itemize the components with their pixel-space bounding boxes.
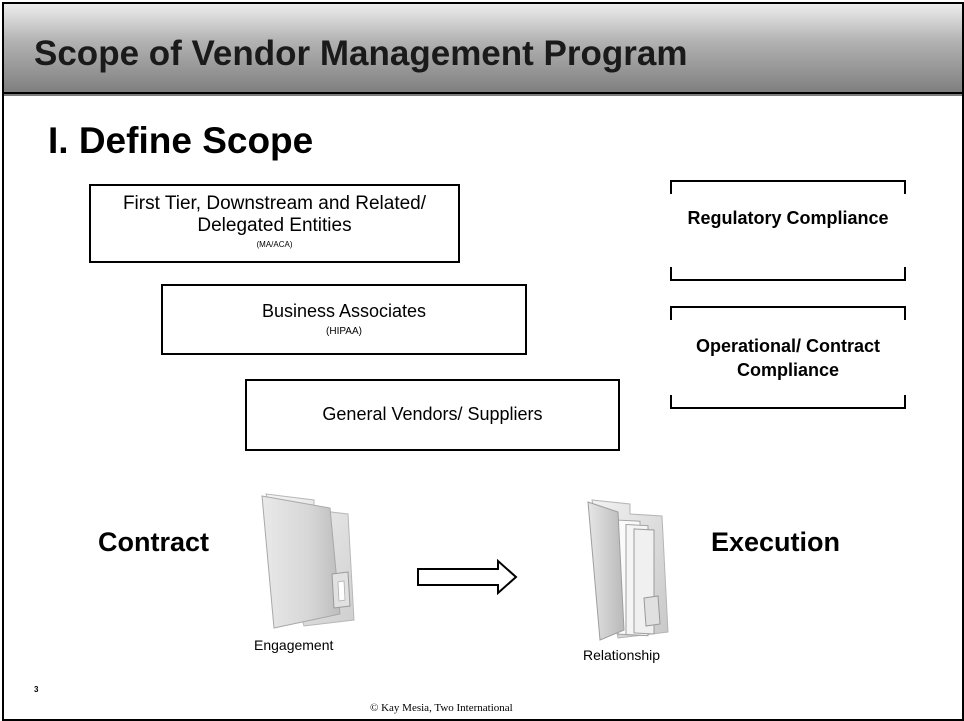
section-title: I. Define Scope	[48, 120, 314, 161]
copyright-footer: © Kay Mesia, Two International	[370, 702, 513, 714]
scope-box-fdr-label: First Tier, Downstream and Related/ Dele…	[122, 193, 427, 236]
slide-title: Scope of Vendor Management Program	[34, 34, 688, 73]
scope-box-general-vendors: General Vendors/ Suppliers	[245, 379, 620, 451]
scope-box-gv-label: General Vendors/ Suppliers	[322, 404, 543, 424]
page-number: 3	[34, 685, 39, 694]
filled-folder-icon	[587, 499, 669, 641]
relationship-caption: Relationship	[583, 647, 661, 663]
empty-folder-icon	[261, 493, 355, 629]
scope-box-ba-note: (HIPAA)	[326, 326, 362, 337]
regulatory-compliance-box: Regulatory Compliance	[670, 180, 906, 281]
scope-box-fdr-note: (MA/ACA)	[256, 240, 293, 249]
operational-compliance-box: Operational/ Contract Compliance	[670, 306, 906, 409]
slide-header: Scope of Vendor Management Program	[4, 4, 962, 96]
regulatory-compliance-label: Regulatory Compliance	[687, 208, 889, 228]
engagement-caption: Engagement	[254, 637, 334, 653]
right-arrow-icon	[417, 559, 518, 595]
execution-label: Execution	[711, 527, 841, 557]
scope-box-fdr: First Tier, Downstream and Related/ Dele…	[89, 184, 460, 263]
header-divider	[4, 92, 962, 94]
scope-box-business-associates: Business Associates (HIPAA)	[161, 284, 527, 355]
contract-label: Contract	[98, 527, 210, 557]
operational-compliance-label: Operational/ Contract Compliance	[695, 336, 881, 380]
scope-box-ba-label: Business Associates	[261, 301, 427, 321]
